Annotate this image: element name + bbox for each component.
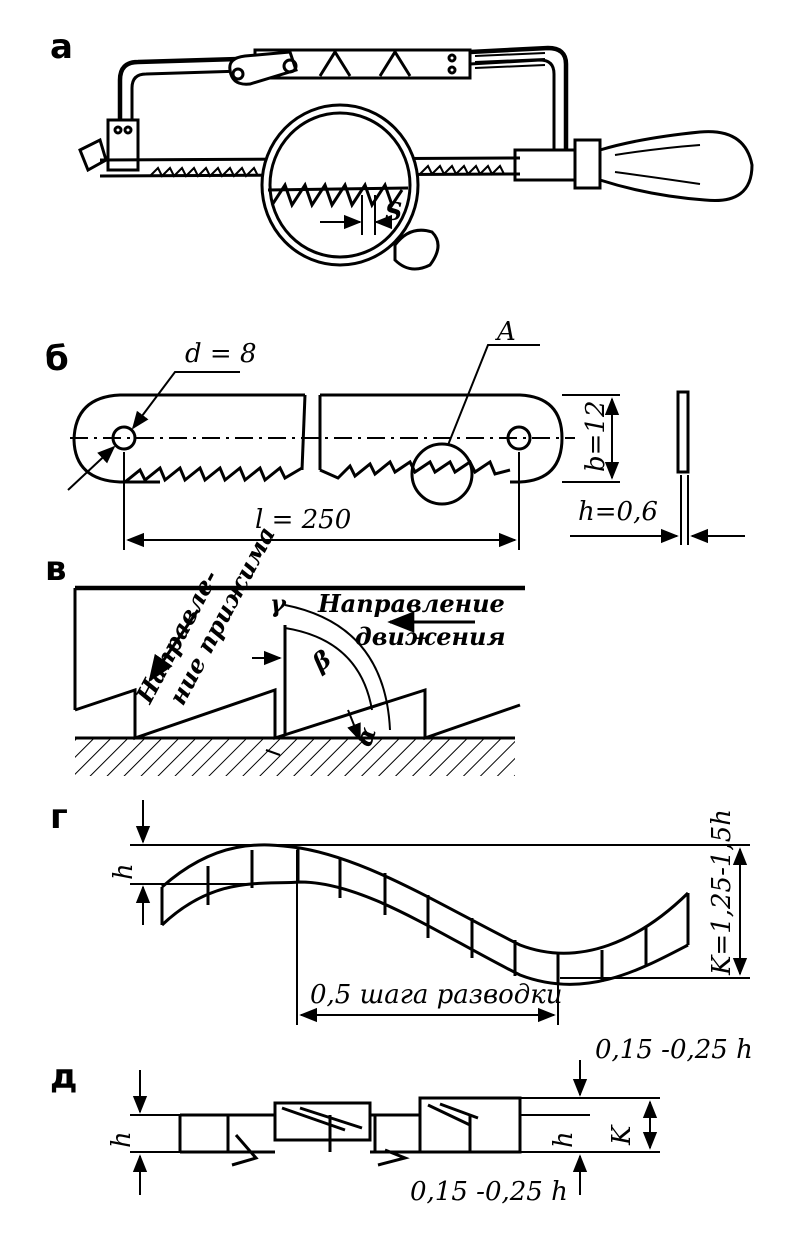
workpiece-hatch [75,738,515,776]
blade-left-piece [72,393,305,484]
saw-teeth [74,687,521,741]
panel-d: д h h K 0,15 -0,25 h 0,15 -0,25 h [50,1035,753,1207]
hacksaw-frame [78,45,602,190]
beta-angle: β [306,644,337,678]
pitch-symbol: S [385,197,402,226]
d-h-right-label: h [549,1131,579,1148]
d-k-label: K [607,1124,637,1146]
left-clamp-block [106,118,140,172]
d-offset-top-label: 0,15 -0,25 h [595,1035,753,1065]
blade-length-label: l = 250 [255,505,351,535]
gamma-angle: γ [270,589,287,618]
hole-diameter-label: d = 8 [185,339,257,369]
panel-b-label: б [45,339,69,379]
panel-g: г h K=1,25-1,5h 0,5 шага разводки [50,797,750,1025]
wavy-tooth-set [160,843,690,986]
motion-direction-line1: Направление [317,589,505,618]
wing-nut [78,137,108,173]
panel-g-label: г [50,797,68,837]
alternate-tooth-set [178,1096,522,1167]
panel-v-label: в [45,549,67,589]
blade-thickness-label: h=0,6 [578,497,658,527]
hacksaw-handle [598,130,754,203]
panel-d-label: д [50,1057,77,1097]
blade-right-piece [320,393,564,484]
motion-direction-line2: движения [355,622,506,651]
d-h-left-label: h [107,1131,137,1148]
detail-a-label: A [495,317,516,347]
blade-hole-right [506,425,532,451]
panel-a: а [50,27,754,271]
blade-side-view [676,390,690,474]
magnifier-loupe: S [260,103,440,271]
d-offset-bottom-label: 0,15 -0,25 h [410,1177,568,1207]
blade-width-label: b=12 [581,400,611,472]
g-half-pitch-label: 0,5 шага разводки [310,980,563,1010]
panel-v: в γ β α Направле- ние прижима Направлени… [45,522,525,776]
blade-hole-left [111,425,137,451]
g-h-label: h [109,863,139,880]
panel-a-label: а [50,27,73,67]
detail-a-circle [410,442,474,506]
g-k-label: K=1,25-1,5h [707,809,737,976]
panel-b: б d = 8 A b=12 l = 250 [45,317,745,550]
